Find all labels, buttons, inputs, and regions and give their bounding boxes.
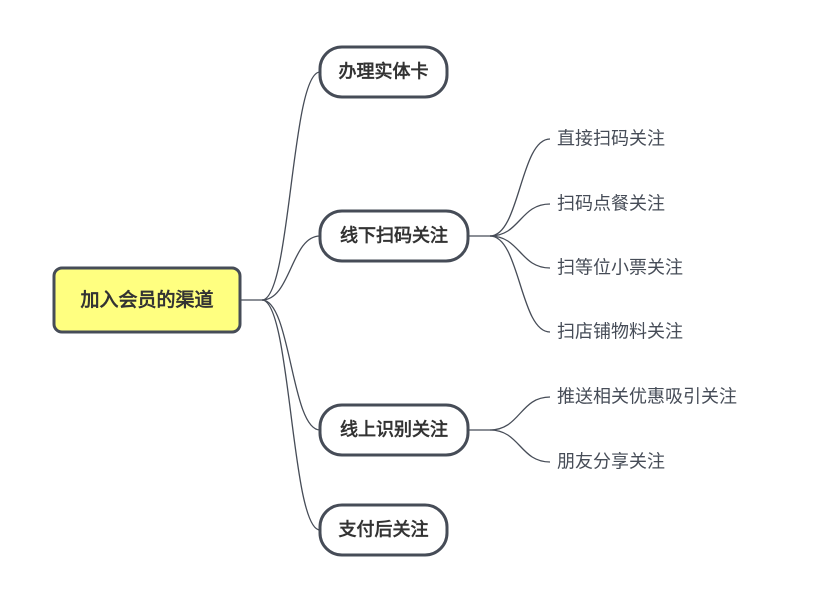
branch-node-4[interactable]: 支付后关注 — [318, 503, 449, 557]
edge-branch-2-leaf-4 — [489, 235, 551, 333]
branch-node-3-label: 线上识别关注 — [340, 419, 448, 441]
leaf-node-2-4[interactable]: 扫店铺物料关注 — [557, 322, 683, 343]
edge-branch-2-leaf-1 — [489, 138, 551, 237]
edge-branch-2-leaf-2 — [489, 203, 551, 237]
leaf-node-2-1[interactable]: 直接扫码关注 — [557, 129, 665, 150]
root-node-label: 加入会员的渠道 — [79, 288, 213, 311]
branch-node-3-box — [318, 403, 470, 457]
branch-node-4-label: 支付后关注 — [338, 519, 429, 541]
branch-node-4-box — [318, 503, 449, 557]
root-node[interactable]: 加入会员的渠道 — [52, 266, 242, 334]
leaf-node-2-2[interactable]: 扫码点餐关注 — [557, 194, 665, 215]
branch-node-2[interactable]: 线下扫码关注 — [318, 209, 470, 263]
branch-node-3[interactable]: 线上识别关注 — [318, 403, 470, 457]
branch-node-1-label: 办理实体卡 — [339, 61, 429, 83]
edge-root-branch-4 — [261, 299, 321, 531]
leaf-node-3-2[interactable]: 朋友分享关注 — [557, 452, 665, 473]
edge-root-branch-2 — [261, 235, 321, 301]
edge-root-branch-3 — [261, 299, 321, 431]
connector-lines — [240, 71, 551, 531]
leaf-node-2-3[interactable]: 扫等位小票关注 — [557, 258, 683, 279]
edge-branch-3-leaf-1 — [489, 396, 551, 431]
edge-branch-2-leaf-3 — [489, 235, 551, 269]
leaf-node-3-1[interactable]: 推送相关优惠吸引关注 — [557, 387, 737, 408]
branch-node-2-label: 线下扫码关注 — [340, 225, 448, 247]
branch-node-1-box — [318, 45, 449, 99]
edge-branch-3-leaf-2 — [489, 429, 551, 463]
root-node-box — [52, 266, 242, 334]
branch-node-1[interactable]: 办理实体卡 — [318, 45, 449, 99]
branch-node-2-box — [318, 209, 470, 263]
edge-root-branch-1 — [261, 71, 321, 301]
